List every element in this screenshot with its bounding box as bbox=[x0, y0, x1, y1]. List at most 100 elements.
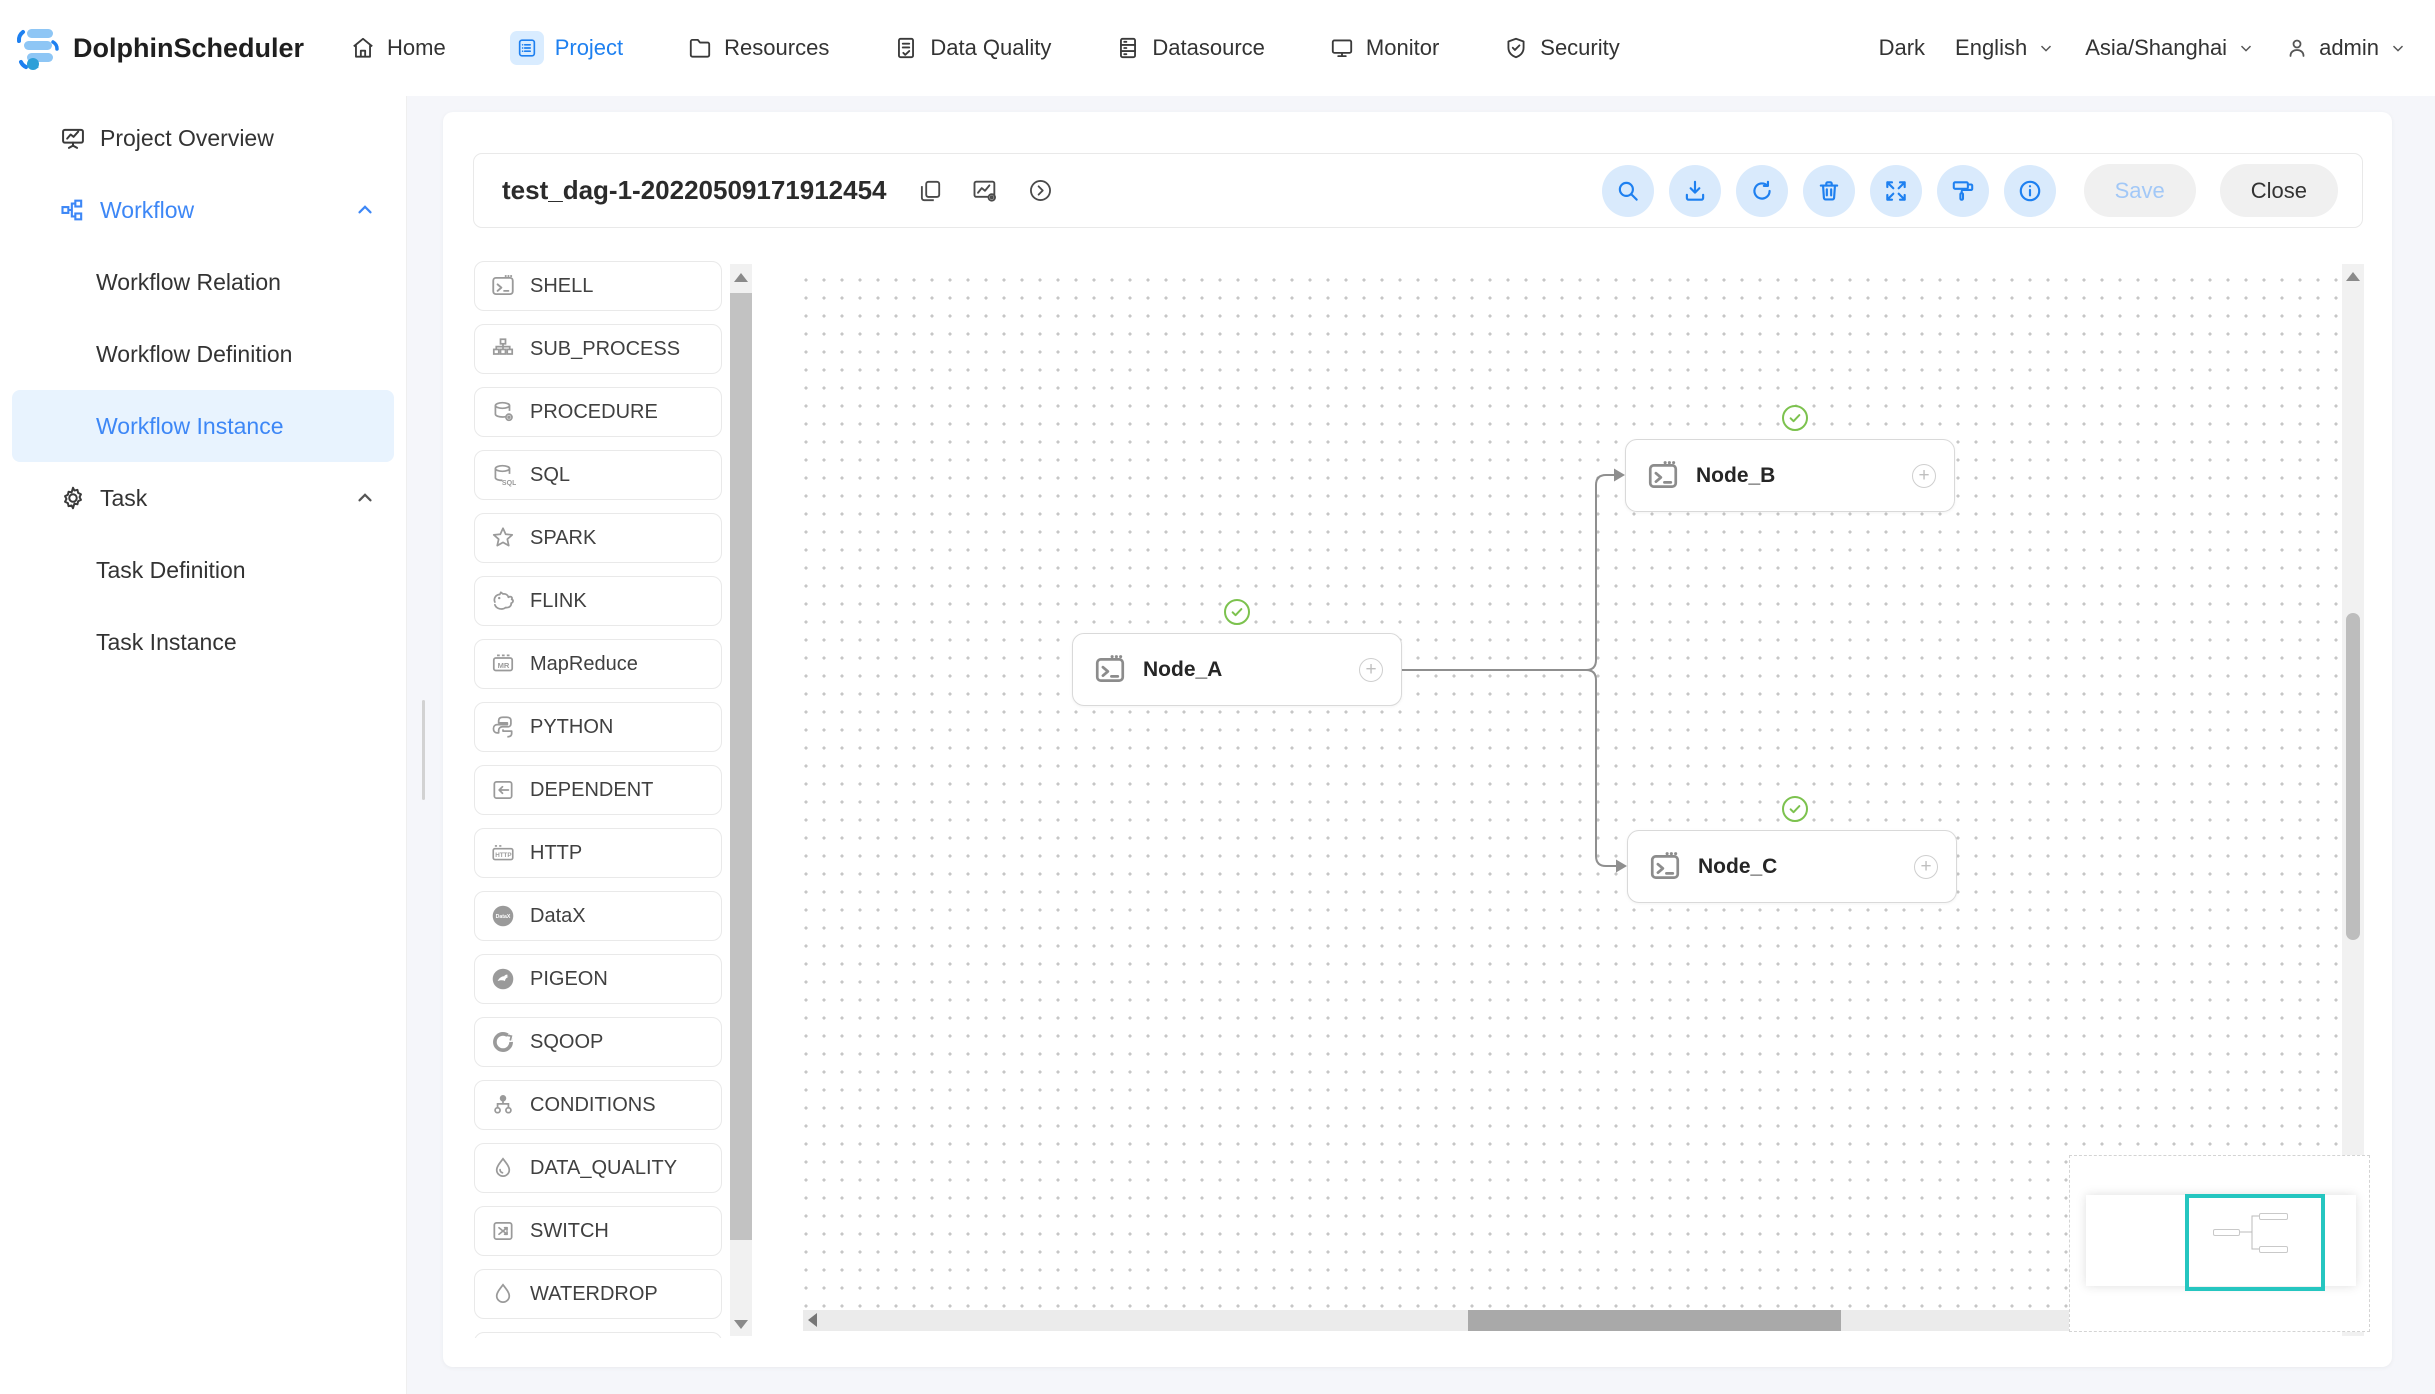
task-type-mapreduce[interactable]: MR MapReduce bbox=[474, 639, 722, 689]
waterdrop-icon bbox=[490, 1281, 516, 1307]
user-dropdown[interactable]: admin bbox=[2285, 35, 2407, 61]
task-type-python[interactable]: PYTHON bbox=[474, 702, 722, 752]
minimap-viewport[interactable] bbox=[2185, 1194, 2325, 1291]
delete-button[interactable] bbox=[1802, 164, 1855, 217]
sidebar-item-task-instance[interactable]: Task Instance bbox=[96, 628, 237, 655]
search-button[interactable] bbox=[1601, 164, 1654, 217]
circle-arrow-right-icon[interactable] bbox=[1027, 177, 1054, 204]
canvas-vertical-scrollbar[interactable] bbox=[2342, 264, 2364, 1336]
nav-item-resources[interactable]: Resources bbox=[687, 35, 829, 61]
task-type-datax[interactable]: DataX DataX bbox=[474, 891, 722, 941]
fullscreen-button[interactable] bbox=[1869, 164, 1922, 217]
task-type-shell[interactable]: SHELL bbox=[474, 261, 722, 311]
sidebar-item-task[interactable]: Task bbox=[0, 462, 406, 534]
sidebar-item-task-definition[interactable]: Task Definition bbox=[96, 556, 246, 583]
task-type-sqoop[interactable]: SQOOP bbox=[474, 1017, 722, 1067]
dag-edges bbox=[1402, 468, 1627, 873]
copy-icon[interactable] bbox=[917, 178, 943, 204]
data-quality-icon bbox=[893, 35, 919, 61]
scrollbar-thumb[interactable] bbox=[730, 293, 752, 1240]
task-type-procedure[interactable]: PROCEDURE bbox=[474, 387, 722, 437]
task-panel-scrollbar[interactable] bbox=[730, 264, 752, 1336]
sidebar-item-workflow-definition[interactable]: Workflow Definition bbox=[96, 340, 293, 367]
sidebar-item-workflow[interactable]: Workflow bbox=[0, 174, 406, 246]
sidebar: Project Overview Workflow Workflow Relat… bbox=[0, 96, 407, 1394]
language-dropdown[interactable]: English bbox=[1955, 35, 2055, 61]
procedure-icon bbox=[490, 399, 516, 425]
dag-minimap[interactable] bbox=[2069, 1155, 2370, 1332]
dag-node-a[interactable]: Node_A + bbox=[1072, 633, 1402, 706]
top-navbar: DolphinScheduler Home Project R bbox=[0, 0, 2435, 96]
scroll-up-arrow[interactable] bbox=[734, 273, 748, 282]
save-button[interactable]: Save bbox=[2083, 164, 2196, 217]
scroll-up-arrow[interactable] bbox=[2346, 272, 2360, 281]
task-type-dependent[interactable]: DEPENDENT bbox=[474, 765, 722, 815]
task-type-sub-process[interactable]: SUB_PROCESS bbox=[474, 324, 722, 374]
project-overview-icon bbox=[59, 124, 87, 152]
shell-node-icon bbox=[1646, 459, 1680, 493]
download-button[interactable] bbox=[1668, 164, 1721, 217]
task-type-pigeon[interactable]: PIGEON bbox=[474, 954, 722, 1004]
sql-icon: SQL bbox=[490, 462, 516, 488]
theme-toggle[interactable]: Dark bbox=[1878, 35, 1926, 60]
sidebar-item-project-overview[interactable]: Project Overview bbox=[0, 102, 406, 174]
user-icon bbox=[2285, 36, 2309, 60]
task-type-switch[interactable]: SWITCH bbox=[474, 1206, 722, 1256]
flink-icon bbox=[490, 588, 516, 614]
nav-item-data-quality[interactable]: Data Quality bbox=[893, 35, 1051, 61]
node-plus-icon[interactable]: + bbox=[1359, 657, 1383, 682]
dag-card: test_dag-1-20220509171912454 bbox=[443, 112, 2392, 1367]
nav-item-security[interactable]: Security bbox=[1503, 35, 1620, 61]
nav-item-home[interactable]: Home bbox=[350, 35, 446, 61]
sidebar-resize-handle[interactable] bbox=[422, 700, 425, 800]
task-type-conditions[interactable]: CONDITIONS bbox=[474, 1080, 722, 1130]
node-plus-icon[interactable]: + bbox=[1914, 854, 1938, 879]
security-icon bbox=[1503, 35, 1529, 61]
success-status-icon bbox=[1782, 405, 1808, 431]
dag-node-c[interactable]: Node_C + bbox=[1627, 830, 1957, 903]
format-layout-button[interactable] bbox=[1936, 164, 1989, 217]
switch-icon bbox=[490, 1218, 516, 1244]
close-button[interactable]: Close bbox=[2219, 164, 2338, 217]
dag-title: test_dag-1-20220509171912454 bbox=[502, 175, 887, 205]
sidebar-item-workflow-relation[interactable]: Workflow Relation bbox=[96, 268, 281, 295]
task-type-sql[interactable]: SQL SQL bbox=[474, 450, 722, 500]
chevron-up-icon[interactable] bbox=[354, 487, 376, 509]
nav-item-monitor[interactable]: Monitor bbox=[1329, 35, 1439, 61]
info-button[interactable] bbox=[2003, 164, 2056, 217]
task-type-waterdrop[interactable]: WATERDROP bbox=[474, 1269, 722, 1319]
svg-text:MR: MR bbox=[498, 661, 510, 670]
conditions-icon bbox=[490, 1092, 516, 1118]
task-type-panel: SHELL SUB_PROCESS PROCEDURE bbox=[474, 261, 722, 1338]
timezone-dropdown[interactable]: Asia/Shanghai bbox=[2085, 35, 2255, 61]
sidebar-item-workflow-instance[interactable]: Workflow Instance bbox=[12, 390, 394, 462]
scroll-down-arrow[interactable] bbox=[734, 1320, 748, 1329]
dag-node-b[interactable]: Node_B + bbox=[1625, 439, 1955, 512]
nav-right: Dark English Asia/Shanghai admin bbox=[1879, 0, 2407, 96]
chevron-up-icon[interactable] bbox=[354, 199, 376, 221]
minimap-node bbox=[2259, 1213, 2288, 1220]
scrollbar-thumb[interactable] bbox=[2346, 613, 2360, 940]
data-quality-task-icon bbox=[490, 1155, 516, 1181]
task-type-data-quality[interactable]: DATA_QUALITY bbox=[474, 1143, 722, 1193]
task-type-flink[interactable]: FLINK bbox=[474, 576, 722, 626]
chart-settings-icon[interactable] bbox=[971, 177, 999, 205]
shell-icon bbox=[490, 273, 516, 299]
http-icon: HTTP bbox=[490, 840, 516, 866]
home-icon bbox=[350, 35, 376, 61]
nav-item-datasource[interactable]: Datasource bbox=[1115, 35, 1265, 61]
scroll-left-arrow[interactable] bbox=[808, 1313, 817, 1327]
canvas-horizontal-scrollbar[interactable] bbox=[803, 1310, 2069, 1331]
task-type-spark[interactable]: SPARK bbox=[474, 513, 722, 563]
node-plus-icon[interactable]: + bbox=[1912, 463, 1936, 488]
python-icon bbox=[490, 714, 516, 740]
scrollbar-thumb[interactable] bbox=[1468, 1310, 1841, 1331]
task-type-partial[interactable] bbox=[474, 1332, 722, 1338]
refresh-button[interactable] bbox=[1735, 164, 1788, 217]
task-gear-icon bbox=[59, 484, 87, 512]
task-type-http[interactable]: HTTP HTTP bbox=[474, 828, 722, 878]
chevron-down-icon bbox=[2037, 39, 2055, 57]
dolphinscheduler-logo bbox=[15, 26, 61, 70]
svg-text:SQL: SQL bbox=[502, 480, 516, 487]
nav-item-project[interactable]: Project bbox=[509, 31, 623, 65]
